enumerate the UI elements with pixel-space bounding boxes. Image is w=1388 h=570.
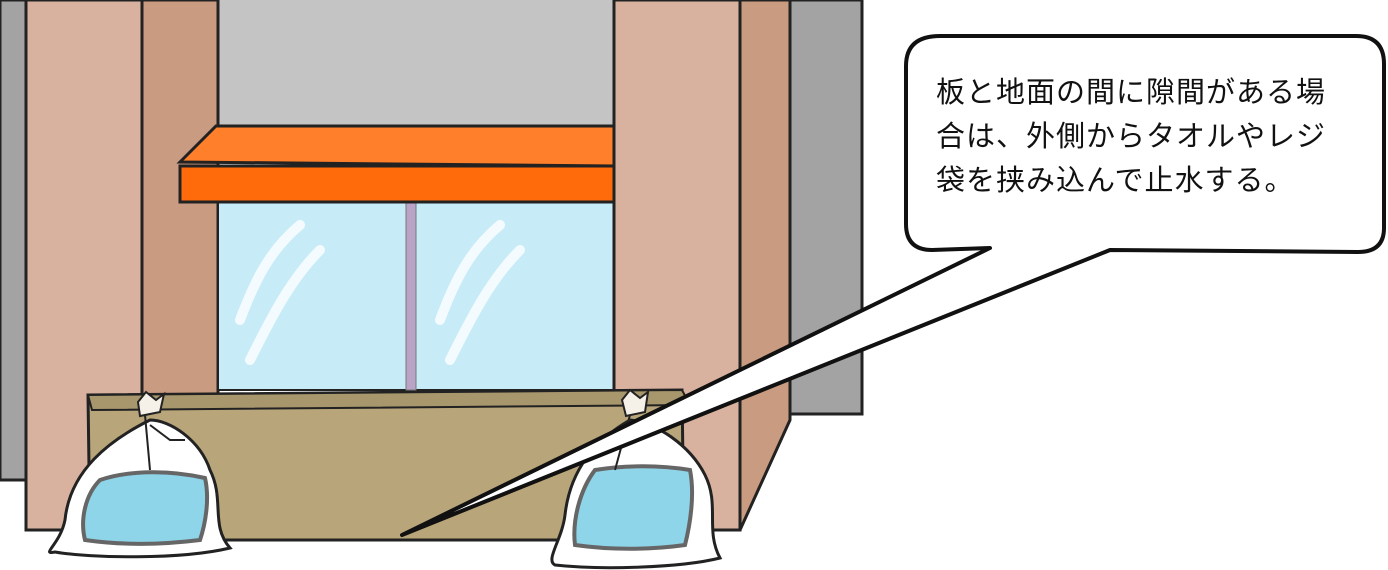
callout-line-3: 袋を挟み込んで止水する。 bbox=[936, 158, 1344, 202]
inner-wall bbox=[218, 0, 618, 140]
left-wall-strip bbox=[0, 0, 26, 480]
right-pillar-side bbox=[740, 0, 790, 530]
callout-text: 板と地面の間に隙間がある場 合は、外側からタオルやレジ 袋を挟み込んで止水する。 bbox=[908, 40, 1364, 240]
callout-line-1: 板と地面の間に隙間がある場 bbox=[936, 70, 1344, 114]
awning-front bbox=[180, 166, 614, 202]
window-divider bbox=[406, 200, 416, 390]
awning-top bbox=[180, 126, 614, 166]
window-frame bbox=[218, 200, 618, 390]
callout-line-2: 合は、外側からタオルやレジ bbox=[936, 114, 1344, 158]
